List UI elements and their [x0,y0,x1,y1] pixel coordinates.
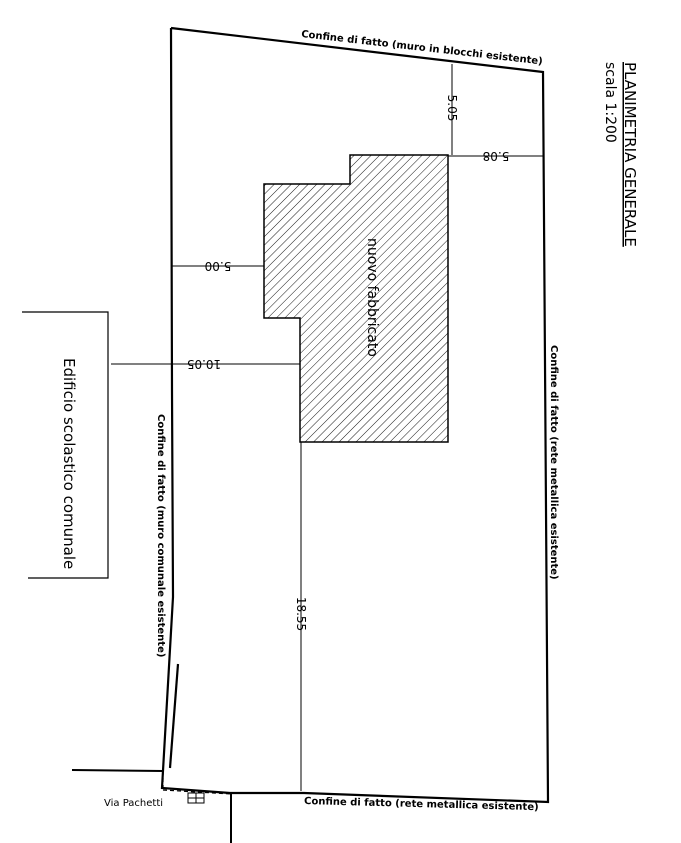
new-building-label: nuovo fabbricato [364,238,380,357]
boundary-left-label: Confine di fatto (muro comunale esistent… [155,414,166,657]
plan-title: PLANIMETRIA GENERALE [621,62,639,247]
new-building [263,154,449,443]
dim-left-setback: 5.00 [205,259,232,273]
dim-top-setback: 5.05 [445,95,459,122]
gate-icon [187,792,205,804]
dim-school-distance: 10.05 [187,357,221,371]
left-wall-lower [168,663,180,769]
dim-bottom-setback: 18.55 [294,597,308,631]
dimension-lines [111,64,543,791]
school-building-label: Edificio scolastico comunale [60,358,78,569]
boundary-right-label: Confine di fatto (rete metallica esisten… [548,345,559,580]
dim-right-setback: 5.08 [483,149,510,163]
street-line-west [71,769,164,772]
plan-scale: scala 1:200 [602,62,618,143]
gate-dashed-bottom [162,789,232,795]
boundary-bottom-label: Confine di fatto (rete metallica esisten… [304,796,539,813]
street-label: Via Pachetti [104,798,163,809]
lot-boundary [160,26,550,804]
school-building-outline [22,311,109,579]
